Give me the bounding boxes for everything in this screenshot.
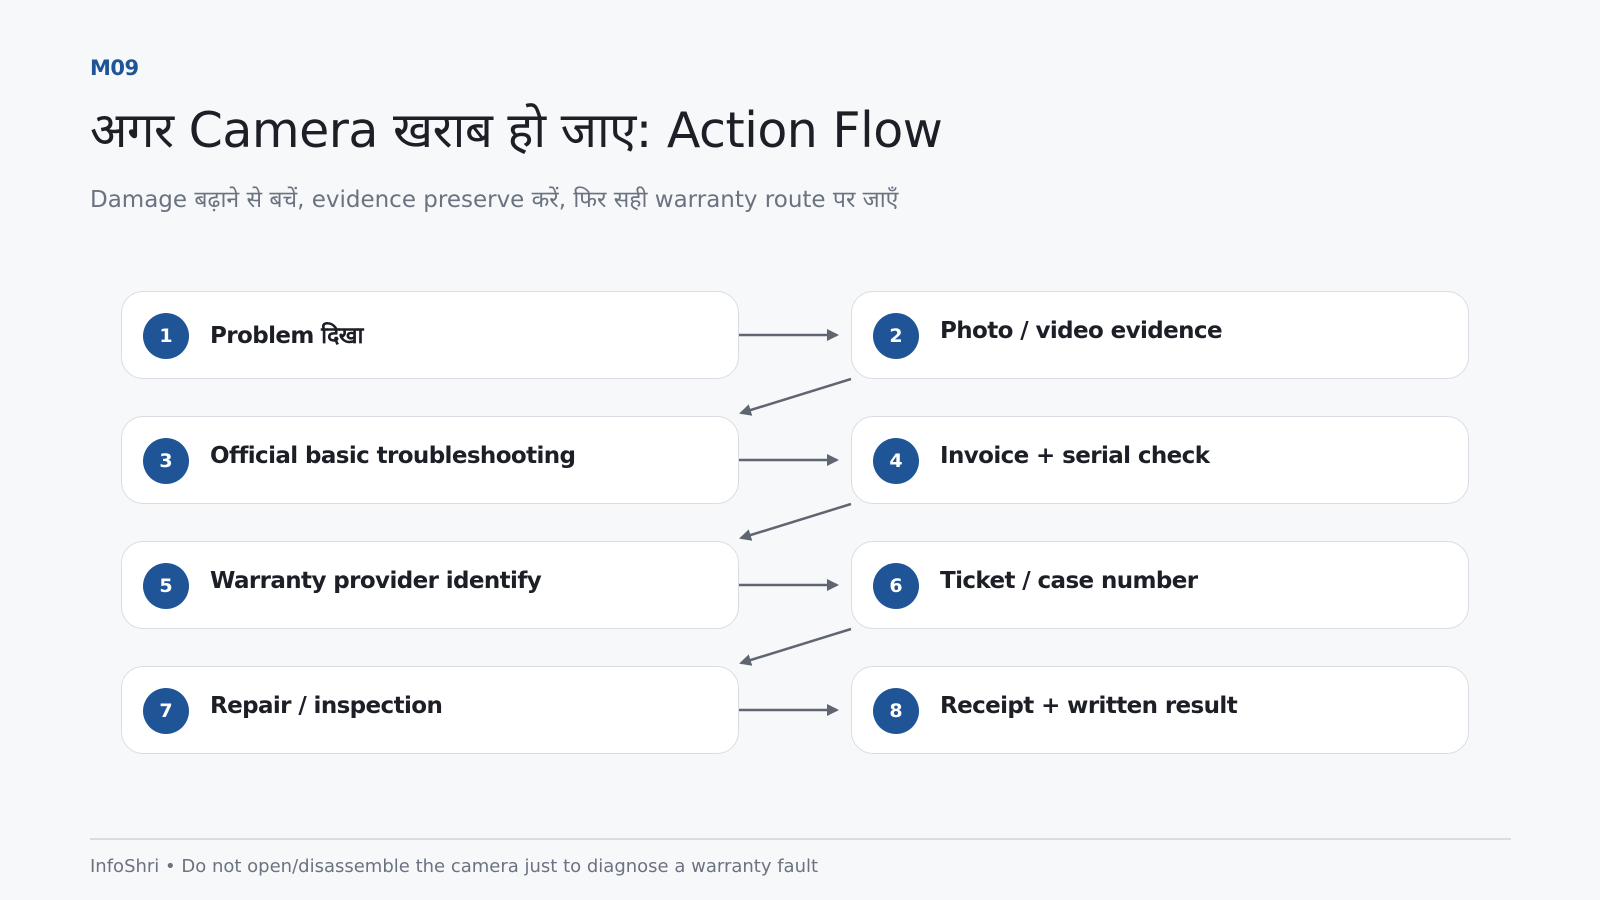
step-card-5: 5 Warranty provider identify bbox=[121, 541, 739, 629]
footer-note: InfoShri • Do not open/disassemble the c… bbox=[90, 856, 819, 877]
step-card-4: 4 Invoice + serial check bbox=[851, 416, 1469, 504]
step-card-8: 8 Receipt + written result bbox=[851, 666, 1469, 754]
arrow-step-6-to-7 bbox=[739, 627, 852, 666]
step-number-badge: 6 bbox=[873, 563, 919, 609]
step-number-badge: 2 bbox=[873, 313, 919, 359]
step-number-badge: 3 bbox=[143, 438, 189, 484]
step-number-badge: 1 bbox=[143, 313, 189, 359]
step-number-badge: 4 bbox=[873, 438, 919, 484]
step-label: Photo / video evidence bbox=[940, 318, 1223, 344]
step-label: Problem दिखा bbox=[210, 323, 363, 349]
page-title: अगर Camera खराब हो जाए: Action Flow bbox=[90, 102, 943, 159]
footer-divider bbox=[90, 838, 1511, 840]
module-code: M09 bbox=[90, 56, 139, 80]
step-card-7: 7 Repair / inspection bbox=[121, 666, 739, 754]
step-label: Official basic troubleshooting bbox=[210, 443, 576, 469]
step-card-6: 6 Ticket / case number bbox=[851, 541, 1469, 629]
arrow-step-4-to-5 bbox=[739, 502, 852, 541]
step-number-badge: 5 bbox=[143, 563, 189, 609]
step-number-badge: 8 bbox=[873, 688, 919, 734]
page-subtitle: Damage बढ़ाने से बचें, evidence preserve… bbox=[90, 187, 899, 213]
step-card-3: 3 Official basic troubleshooting bbox=[121, 416, 739, 504]
step-label: Warranty provider identify bbox=[210, 568, 542, 594]
step-card-1: 1 Problem दिखा bbox=[121, 291, 739, 379]
step-card-2: 2 Photo / video evidence bbox=[851, 291, 1469, 379]
step-label: Repair / inspection bbox=[210, 693, 443, 719]
arrow-step-2-to-3 bbox=[739, 377, 852, 416]
step-number-badge: 7 bbox=[143, 688, 189, 734]
step-label: Ticket / case number bbox=[940, 568, 1198, 594]
step-label: Invoice + serial check bbox=[940, 443, 1210, 469]
step-label: Receipt + written result bbox=[940, 693, 1238, 719]
